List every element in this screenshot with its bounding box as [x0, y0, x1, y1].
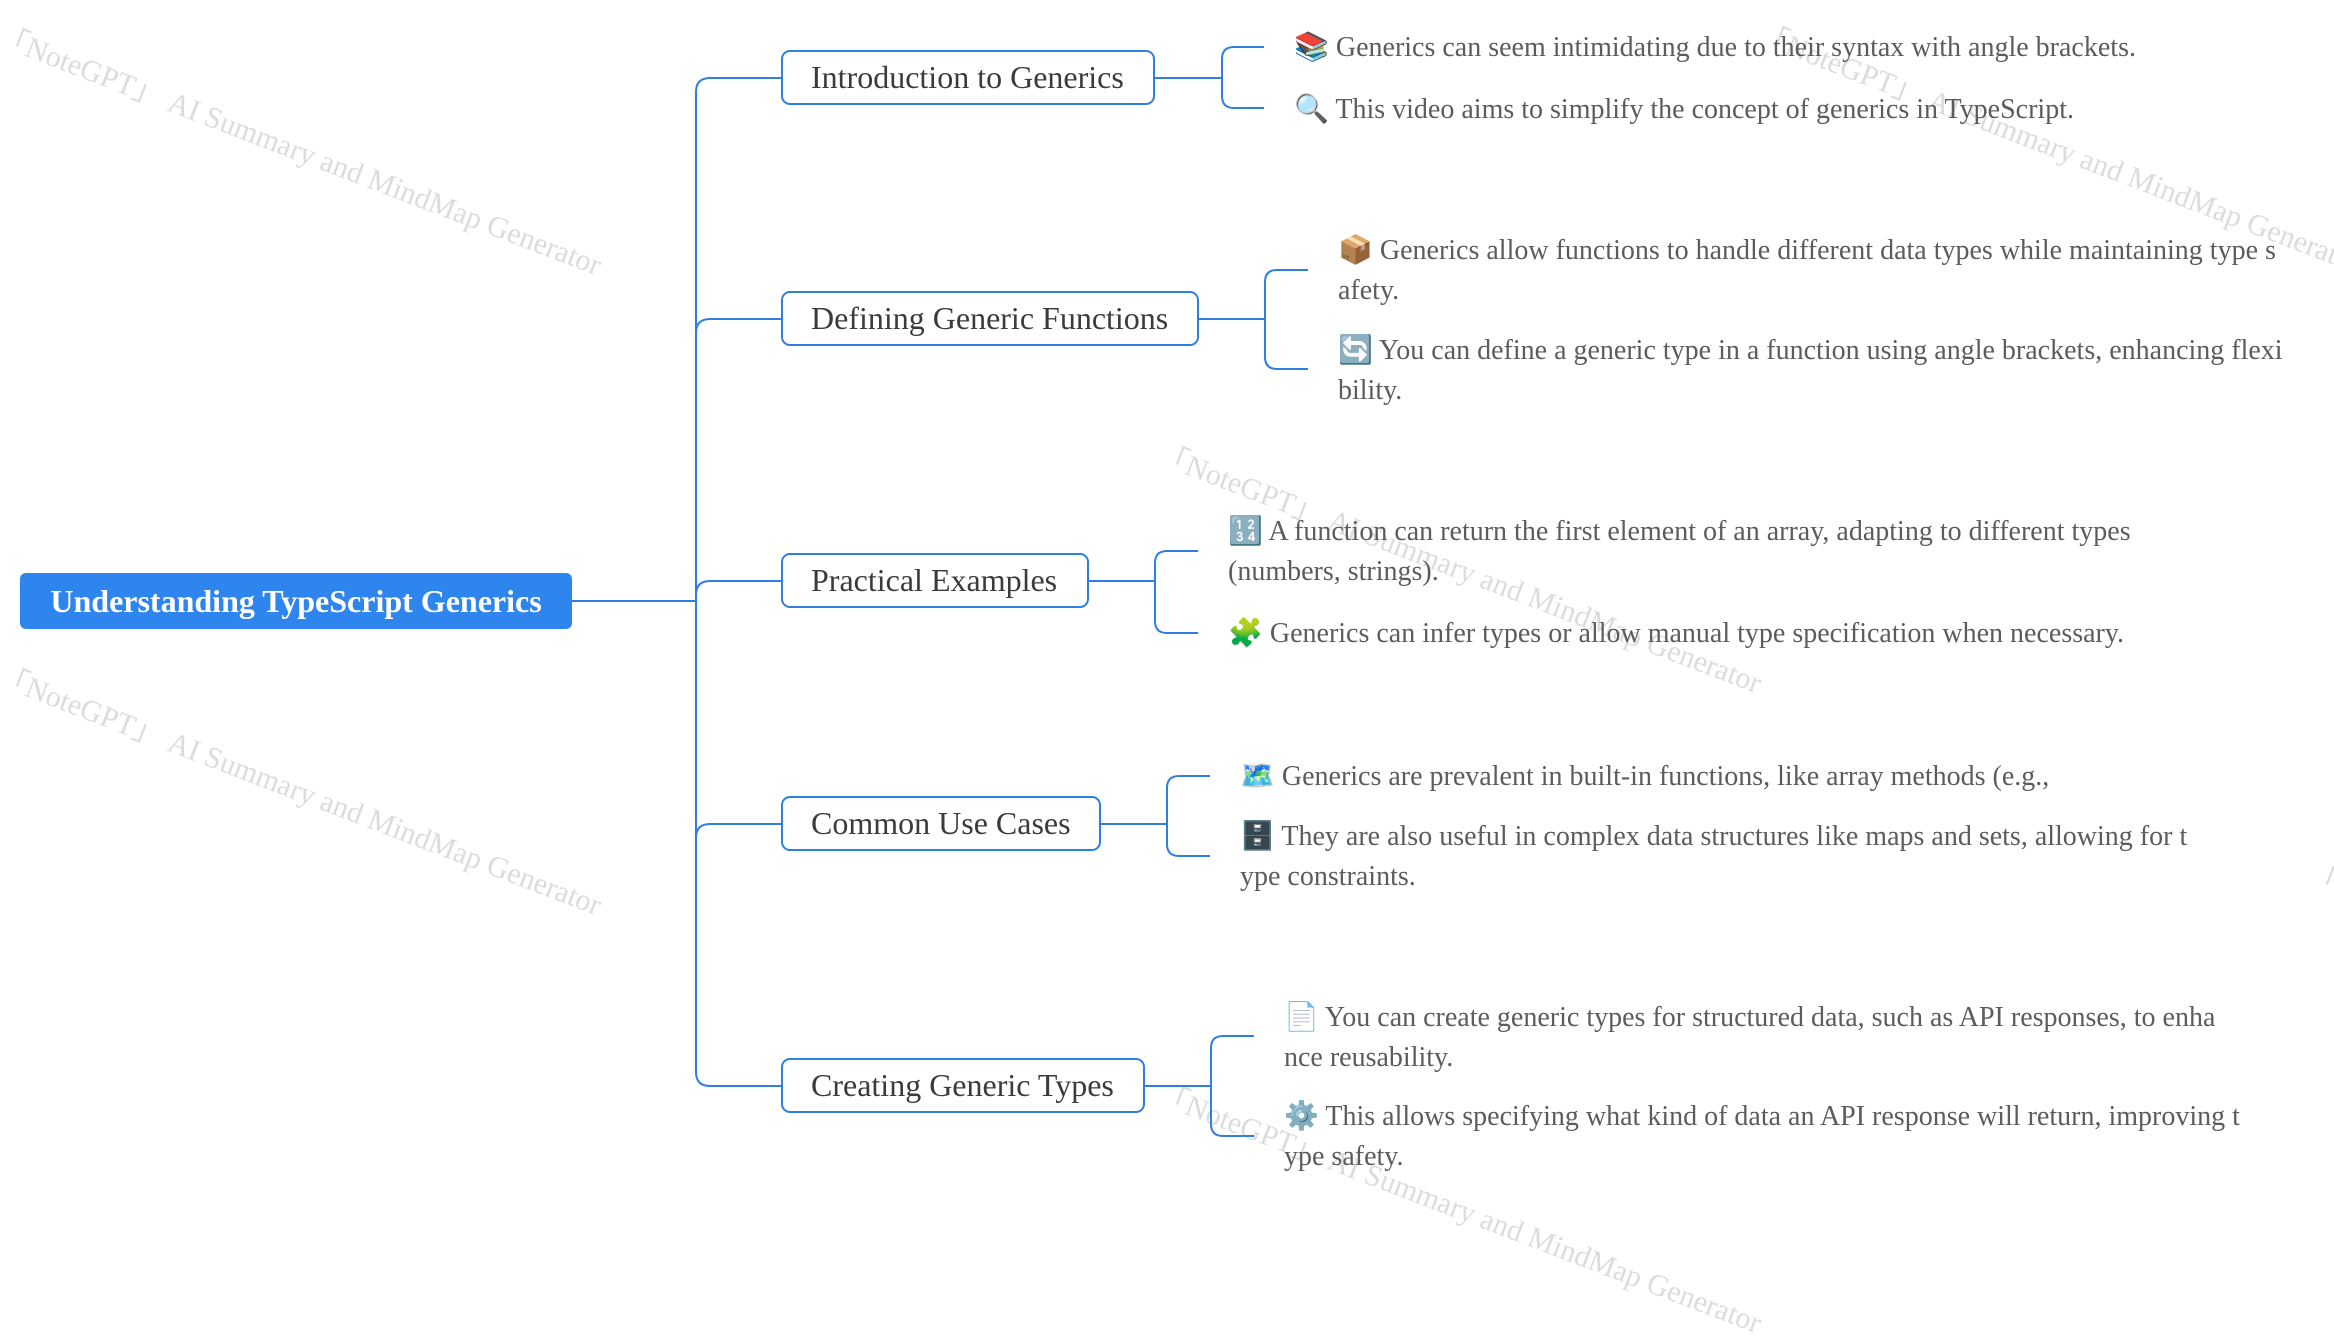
branch-node-creating-types[interactable]: Creating Generic Types: [781, 1058, 1145, 1113]
leaf-text: Generics can seem intimidating due to th…: [1335, 32, 2136, 63]
branch-node-common-use-cases[interactable]: Common Use Cases: [781, 796, 1101, 851]
branch-connector-3: [695, 580, 781, 596]
document-icon: 📄: [1284, 1000, 1319, 1033]
leaf-text: They are also useful in complex data str…: [1240, 821, 2188, 892]
numbers-icon: 🔢: [1228, 514, 1263, 547]
leaf-item: 📚 Generics can seem intimidating due to …: [1294, 27, 2304, 68]
root-node[interactable]: Understanding TypeScript Generics: [20, 573, 572, 629]
leaf-connector-3: [1089, 550, 1198, 634]
package-icon: 📦: [1338, 233, 1373, 266]
leaf-connector-4: [1101, 775, 1210, 857]
leaf-connector-5: [1145, 1035, 1254, 1137]
branch-node-practical-examples[interactable]: Practical Examples: [781, 553, 1089, 608]
gear-icon: ⚙️: [1284, 1099, 1319, 1132]
branch-connector-4: [695, 823, 781, 839]
leaf-item: 🧩 Generics can infer types or allow manu…: [1228, 613, 2288, 654]
leaf-text: You can define a generic type in a funct…: [1338, 335, 2283, 406]
cycle-arrows-icon: 🔄: [1338, 333, 1373, 366]
leaf-item: 🔍 This video aims to simplify the concep…: [1294, 89, 2304, 130]
leaf-text: Generics can infer types or allow manual…: [1269, 618, 2125, 649]
file-cabinet-icon: 🗄️: [1240, 819, 1275, 852]
leaf-item: 📄 You can create generic types for struc…: [1284, 997, 2224, 1078]
puzzle-icon: 🧩: [1228, 616, 1263, 649]
mindmap-connectors: [572, 46, 1308, 1137]
leaf-text: A function can return the first element …: [1228, 516, 2131, 587]
leaf-item: 📦 Generics allow functions to handle dif…: [1338, 230, 2286, 311]
branch-connector-2: [695, 318, 781, 334]
leaf-text: You can create generic types for structu…: [1284, 1002, 2216, 1073]
magnifier-icon: 🔍: [1294, 92, 1329, 125]
leaf-text: Generics allow functions to handle diffe…: [1338, 235, 2276, 306]
leaf-connector-2: [1199, 269, 1308, 370]
leaf-item: 🔄 You can define a generic type in a fun…: [1338, 330, 2286, 411]
leaf-item: 🗄️ They are also useful in complex data …: [1240, 816, 2190, 897]
leaf-text: Generics are prevalent in built-in funct…: [1281, 761, 2050, 792]
branch-node-introduction[interactable]: Introduction to Generics: [781, 50, 1155, 105]
leaf-item: 🔢 A function can return the first elemen…: [1228, 511, 2154, 592]
leaf-text: This video aims to simplify the concept …: [1335, 94, 2074, 125]
leaf-item: ⚙️ This allows specifying what kind of d…: [1284, 1096, 2244, 1177]
map-icon: 🗺️: [1240, 759, 1275, 792]
branch-node-defining-functions[interactable]: Defining Generic Functions: [781, 291, 1199, 346]
leaf-text: This allows specifying what kind of data…: [1284, 1101, 2240, 1172]
trunk-connector: [695, 77, 711, 1087]
leaf-item: 🗺️ Generics are prevalent in built-in fu…: [1240, 756, 2280, 797]
books-icon: 📚: [1294, 30, 1329, 63]
leaf-connector-1: [1155, 46, 1264, 109]
